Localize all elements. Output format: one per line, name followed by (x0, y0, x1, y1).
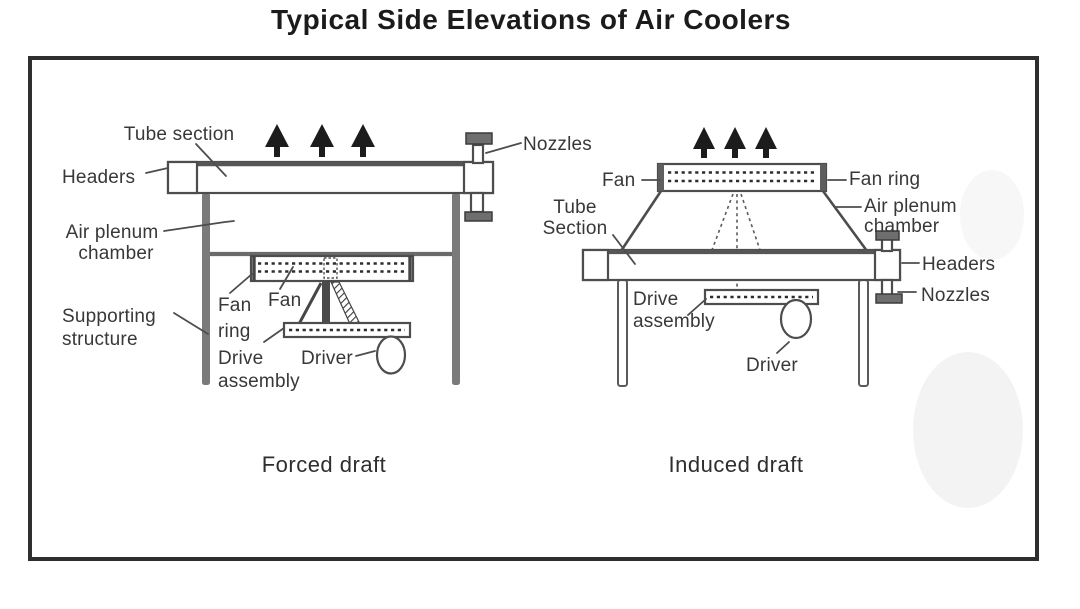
label-nozzles: Nozzles (921, 285, 990, 306)
smudge (913, 352, 1023, 508)
label-fan: Fan (602, 170, 635, 191)
page-title: Typical Side Elevations of Air Coolers (270, 4, 792, 35)
label-air-plenum-line1: Air plenum (864, 196, 957, 217)
induced-leader-lines (612, 179, 920, 354)
label-tube-section: Tube section (124, 124, 234, 145)
driver-motor (779, 298, 813, 340)
label-driver: Driver (301, 348, 353, 369)
label-tube-section-line1: Tube (553, 197, 596, 218)
label-tube-section-line2: Section (543, 218, 608, 239)
label-fan: Fan (268, 290, 301, 311)
label-headers: Headers (922, 254, 995, 275)
airflow-up-arrows-icon (693, 127, 777, 158)
label-air-plenum-line1: Air plenum (66, 222, 159, 243)
fan-hub (323, 257, 338, 279)
label-air-plenum-line2: chamber (78, 243, 154, 264)
label-supporting-line1: Supporting (62, 306, 156, 327)
tube-section (166, 160, 495, 195)
label-fan-ring-line1: Fan (218, 295, 251, 316)
header-right (873, 248, 902, 282)
driver-motor (375, 335, 407, 375)
header-left (166, 160, 199, 195)
header-left (581, 248, 610, 282)
shaft-dashed-line (711, 193, 734, 251)
label-drive-line2: assembly (218, 371, 300, 392)
drive-assembly (282, 321, 412, 339)
tube-section (581, 248, 902, 282)
caption-forced-draft: Forced draft (262, 452, 387, 477)
nozzle-top-icon (875, 230, 900, 253)
fan-ring (249, 254, 415, 283)
label-fan-ring-line2: ring (218, 321, 250, 342)
shaft-dashed-line (740, 193, 761, 251)
label-air-plenum-line2: chamber (864, 216, 940, 237)
smudge (960, 170, 1024, 260)
caption-induced-draft: Induced draft (669, 452, 804, 477)
forced-leader-lines (145, 142, 522, 357)
support-leg-right (858, 279, 869, 387)
airflow-up-arrows-icon (265, 124, 375, 157)
label-nozzles: Nozzles (523, 134, 592, 155)
drive-strut-left (297, 282, 323, 325)
diagram-frame (28, 56, 1039, 561)
support-leg-right (452, 193, 460, 385)
nozzle-top-icon (465, 132, 493, 165)
label-drive-line1: Drive (633, 289, 678, 310)
header-right (462, 160, 495, 195)
plenum-side-right (821, 190, 869, 252)
scan-smudges (913, 170, 1024, 508)
forced-draft-diagram: Tube section Headers Air plenum chamber … (62, 124, 592, 477)
drive-belt-hatched (330, 281, 361, 325)
drive-shaft (322, 281, 330, 324)
label-drive-line2: assembly (633, 311, 715, 332)
plenum-side-left (619, 190, 663, 252)
support-leg-left (617, 279, 628, 387)
induced-draft-diagram: Fan Fan ring Tube Section Air plenum cha… (543, 127, 995, 477)
nozzle-bottom-icon (464, 191, 493, 222)
label-supporting-line2: structure (62, 329, 138, 350)
nozzle-bottom-icon (875, 278, 903, 304)
support-leg-left (202, 193, 210, 385)
label-fan-ring: Fan ring (849, 169, 920, 190)
label-driver: Driver (746, 355, 798, 376)
label-headers: Headers (62, 167, 135, 188)
fan-ring (656, 162, 828, 193)
label-drive-line1: Drive (218, 348, 263, 369)
